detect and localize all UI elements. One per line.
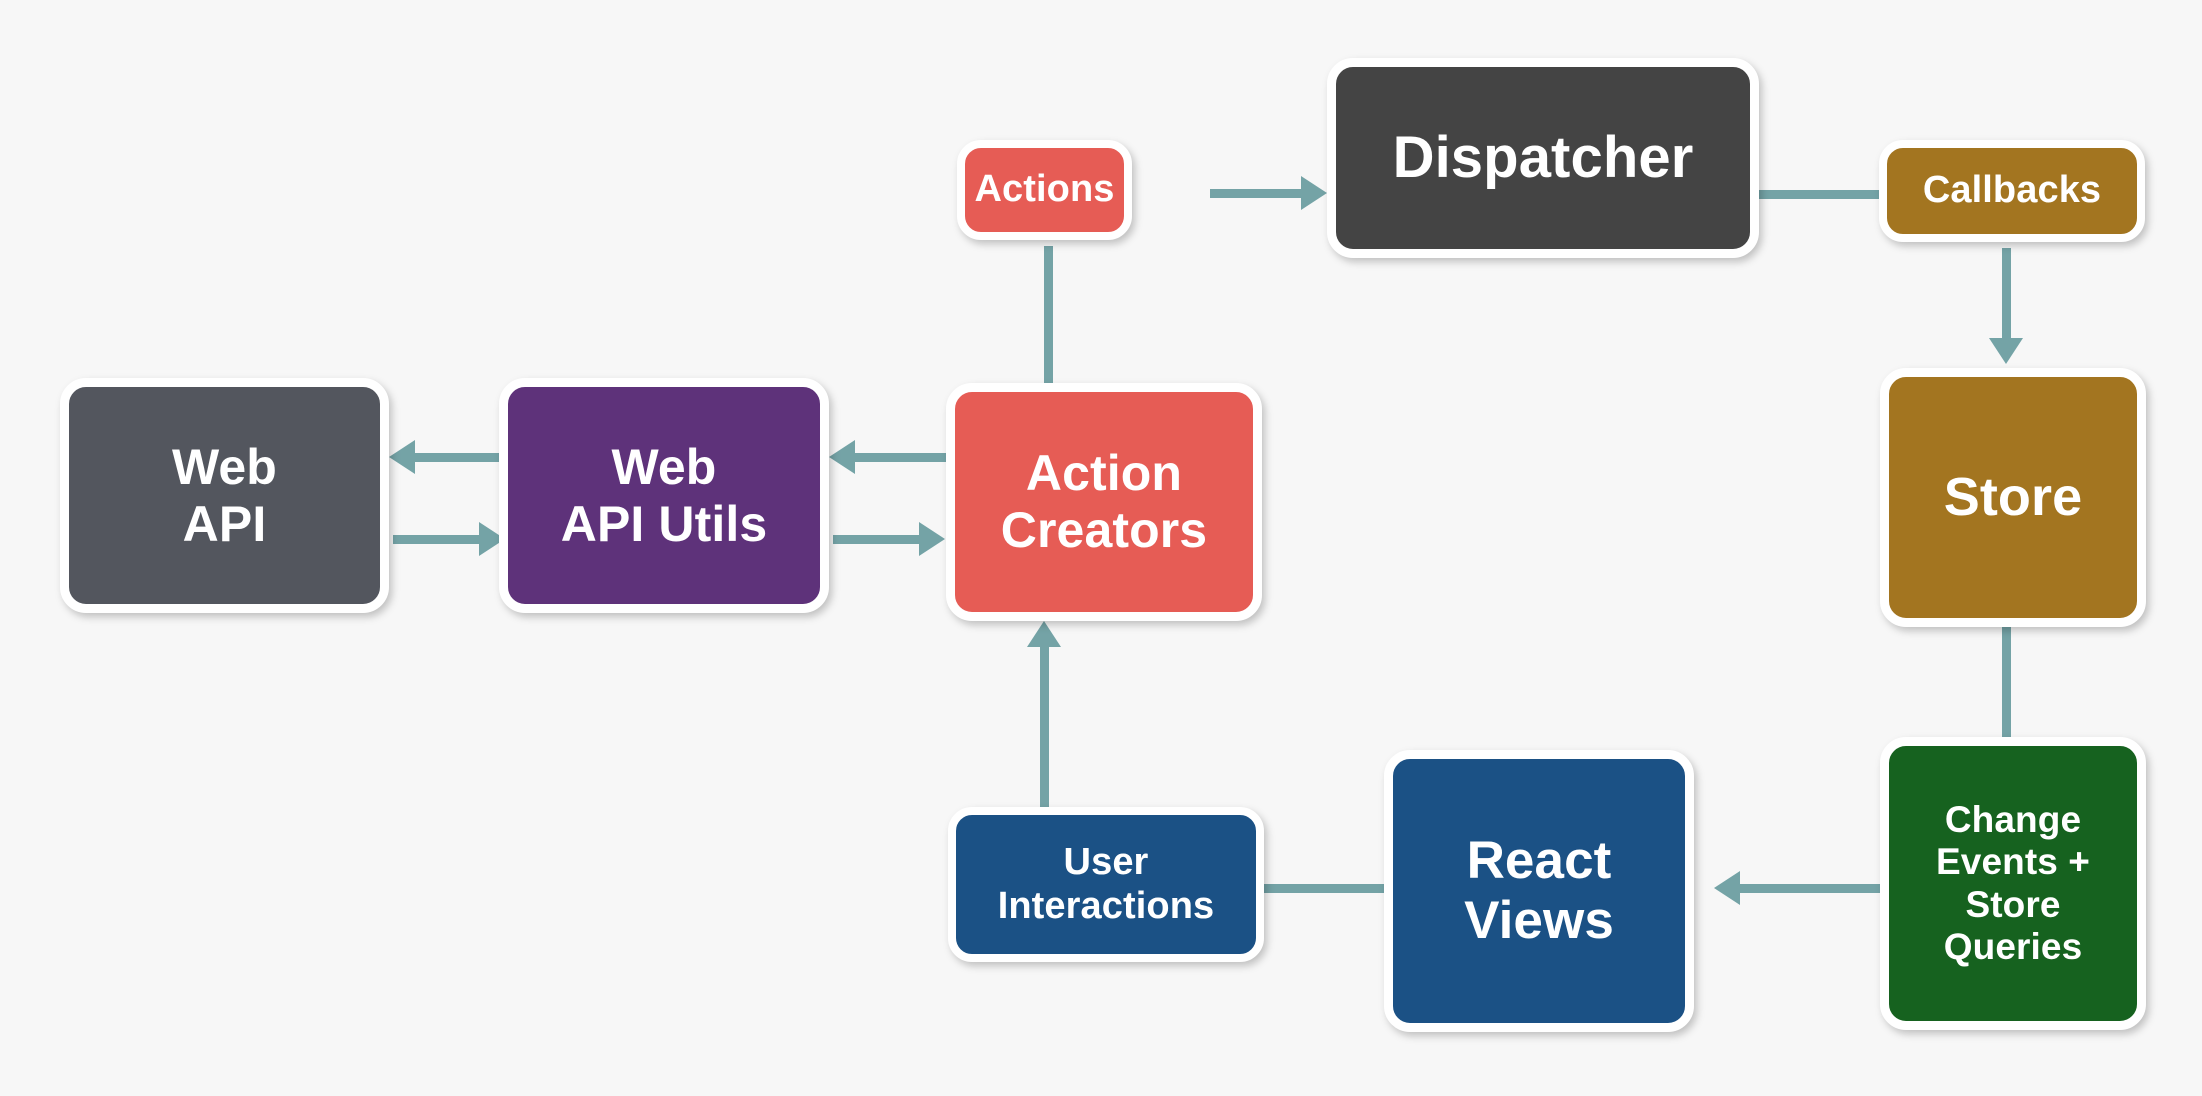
edge-web-api-to-web-api-utils [393,535,487,544]
edge-action-creators-to-web-api-utils [855,453,953,462]
node-actions[interactable]: Actions [957,140,1132,240]
node-actions-label: Actions [974,168,1115,211]
edge-dispatcher-to-callbacks [1758,190,1880,199]
node-change-events-store-queries[interactable]: Change Events + Store Queries [1880,737,2146,1030]
edge-react-views-to-user-interactions [1264,884,1384,893]
node-callbacks-label: Callbacks [1922,169,2102,212]
edge-user-interactions-to-action-creators [1040,645,1049,807]
node-react-views[interactable]: React Views [1384,750,1694,1032]
arrowhead-web-api-utils-to-web-api [389,440,415,474]
edge-actions-to-dispatcher [1210,189,1309,198]
node-store[interactable]: Store [1880,368,2146,627]
edge-store-to-change-events [2002,625,2011,738]
edge-web-api-utils-to-web-api [415,453,513,462]
node-web-api-utils-label: Web API Utils [560,438,768,552]
edge-web-api-utils-to-action-creators [833,535,927,544]
arrowhead-user-interactions-to-action-creators [1027,621,1061,647]
edge-action-creators-to-actions [1044,246,1053,384]
arrowhead-web-api-utils-to-action-creators [919,522,945,556]
node-store-label: Store [1943,466,2083,527]
node-dispatcher[interactable]: Dispatcher [1327,58,1759,258]
node-web-api-label: Web API [172,438,277,552]
node-web-api-utils[interactable]: Web API Utils [499,378,829,613]
arrowhead-callbacks-to-store [1989,338,2023,364]
node-user-interactions-label: User Interactions [997,841,1215,927]
node-web-api[interactable]: Web API [60,378,389,613]
node-action-creators-label: Action Creators [1000,445,1208,558]
node-dispatcher-label: Dispatcher [1392,124,1694,190]
edge-change-events-to-react-views [1740,884,1883,893]
node-user-interactions[interactable]: User Interactions [948,807,1264,962]
node-react-views-label: React Views [1464,830,1614,950]
arrowhead-actions-to-dispatcher [1301,176,1327,210]
node-callbacks[interactable]: Callbacks [1879,140,2145,242]
node-change-events-store-queries-label: Change Events + Store Queries [1935,799,2091,967]
arrowhead-change-events-to-react-views [1714,871,1740,905]
arrowhead-action-creators-to-web-api-utils [829,440,855,474]
node-action-creators[interactable]: Action Creators [946,383,1262,621]
edge-callbacks-to-store [2002,248,2011,353]
